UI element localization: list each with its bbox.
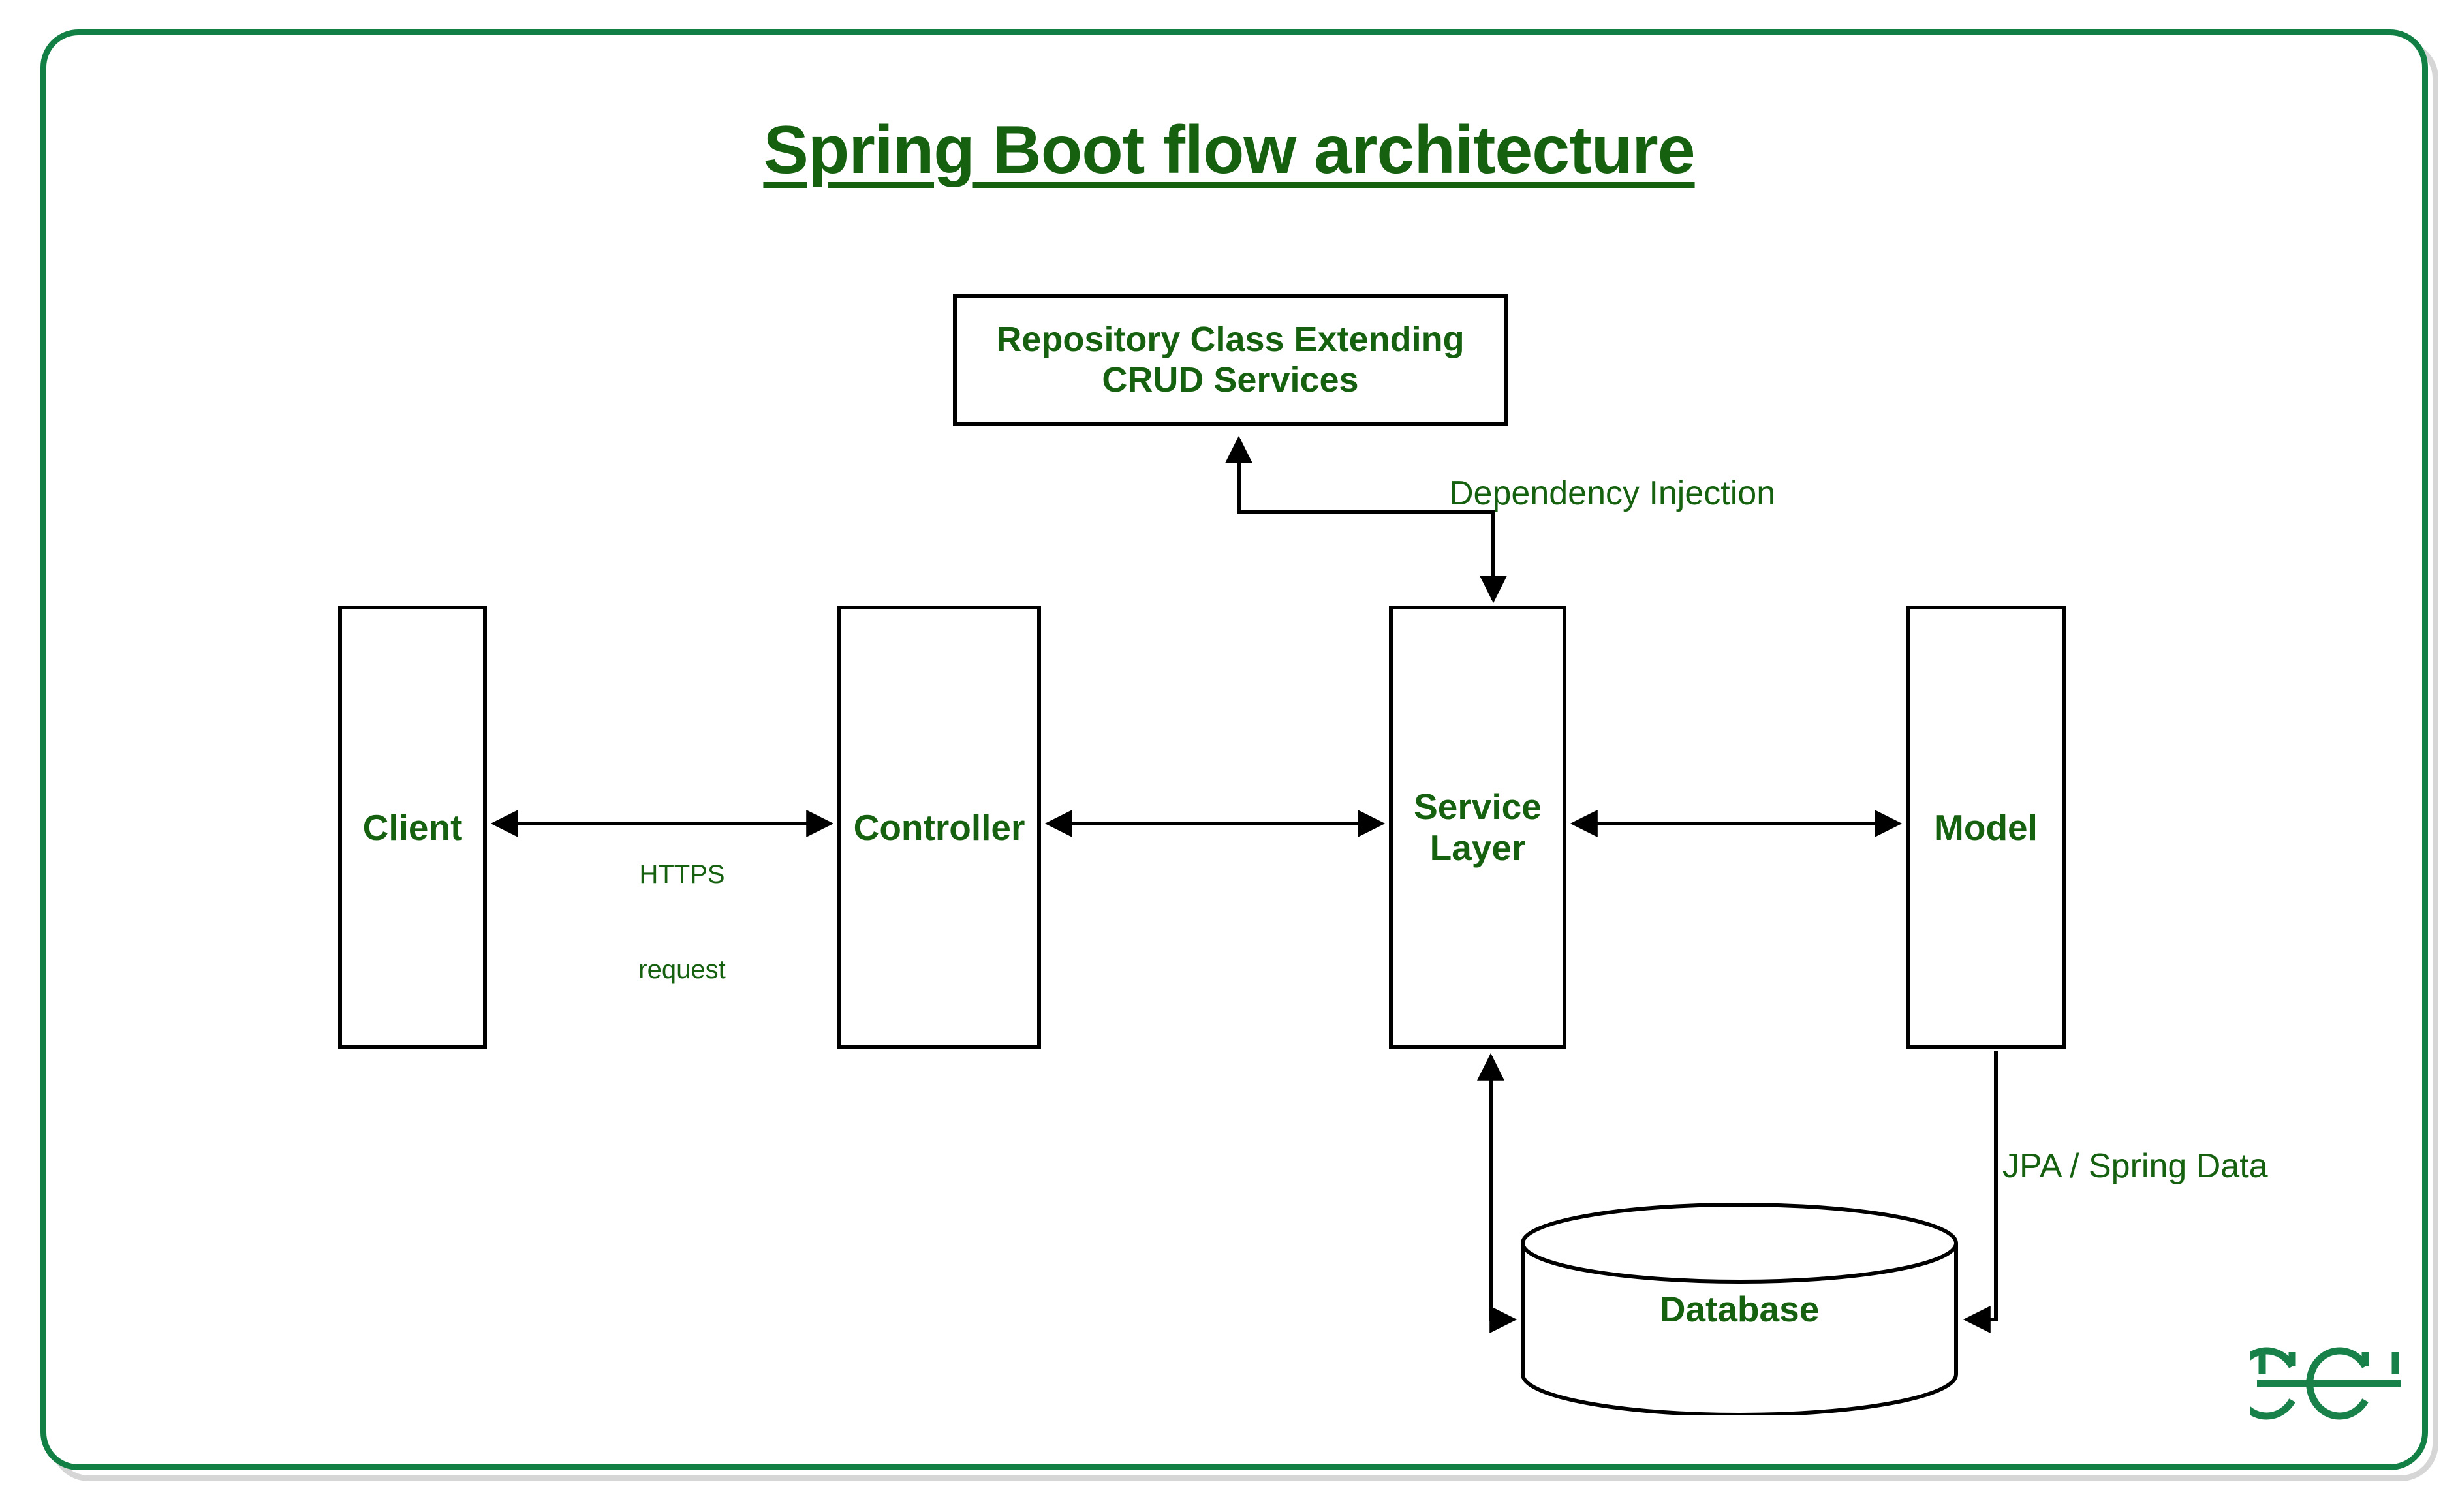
node-client-label: Client	[362, 807, 463, 848]
node-service-layer[interactable]: Service Layer	[1389, 606, 1566, 1049]
edge-label-https-line1: HTTPS	[639, 859, 725, 889]
page-title: Spring Boot flow architecture	[763, 112, 1695, 188]
edge-label-https-request: HTTPS request	[591, 795, 773, 1049]
node-repository-line1: Repository Class Extending	[996, 319, 1465, 359]
node-database[interactable]: Database	[1521, 1203, 1958, 1417]
node-service-line1: Service	[1414, 786, 1542, 827]
edge-service-database	[1477, 1053, 1517, 1333]
node-database-label: Database	[1659, 1288, 1820, 1329]
edge-model-database	[1963, 1051, 1998, 1333]
cylinder-shape	[1521, 1203, 1958, 1417]
node-model-label: Model	[1934, 807, 2038, 848]
edge-label-https-line2: request	[638, 955, 726, 984]
node-repository-line2: CRUD Services	[1102, 360, 1359, 399]
node-client[interactable]: Client	[338, 606, 487, 1049]
geeksforgeeks-logo	[2250, 1347, 2401, 1420]
node-model[interactable]: Model	[1906, 606, 2066, 1049]
edge-repository-service	[1225, 435, 1507, 604]
node-repository-class[interactable]: Repository Class Extending CRUD Services	[953, 294, 1508, 426]
node-controller[interactable]: Controller	[837, 606, 1041, 1049]
edge-label-jpa-spring-data: JPA / Spring Data	[2002, 1147, 2268, 1185]
node-controller-label: Controller	[853, 807, 1025, 848]
edge-label-dependency-injection: Dependency Injection	[1449, 474, 1776, 512]
node-service-line2: Layer	[1429, 827, 1526, 868]
